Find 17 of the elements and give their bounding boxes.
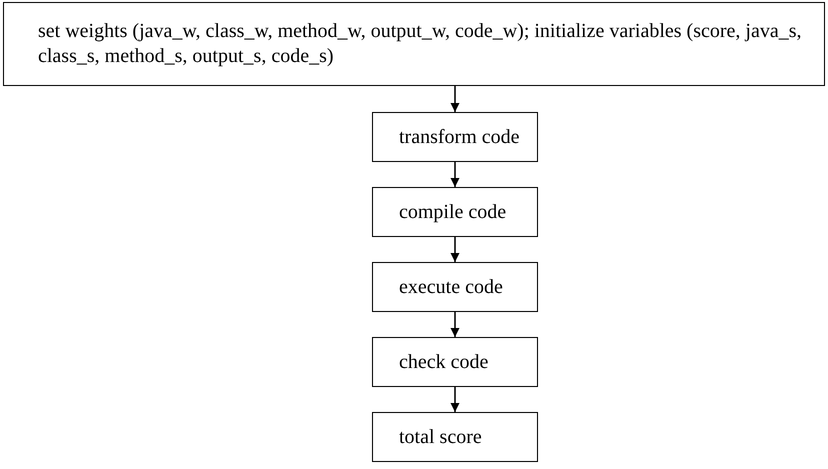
arrow xyxy=(450,312,460,337)
process-box xyxy=(372,337,538,387)
step-text: set weights (java_w, class_w, method_w, output_w, code_w); initialize variables (score, java_s, class_s, method_s, output_s, code_s) xyxy=(38,19,802,69)
step-text: compile code xyxy=(399,200,506,224)
process-box xyxy=(372,187,538,237)
step-text: total score xyxy=(399,424,482,450)
arrow xyxy=(450,237,460,262)
step-text: check code xyxy=(399,350,488,374)
process-box xyxy=(372,262,538,312)
process-box xyxy=(372,112,538,162)
process-box xyxy=(372,412,538,462)
step-text: execute code xyxy=(399,274,503,300)
step-text: transform code xyxy=(399,124,520,150)
arrow xyxy=(450,86,460,112)
arrow xyxy=(450,387,460,412)
process-box xyxy=(3,2,825,86)
arrow xyxy=(450,162,460,187)
